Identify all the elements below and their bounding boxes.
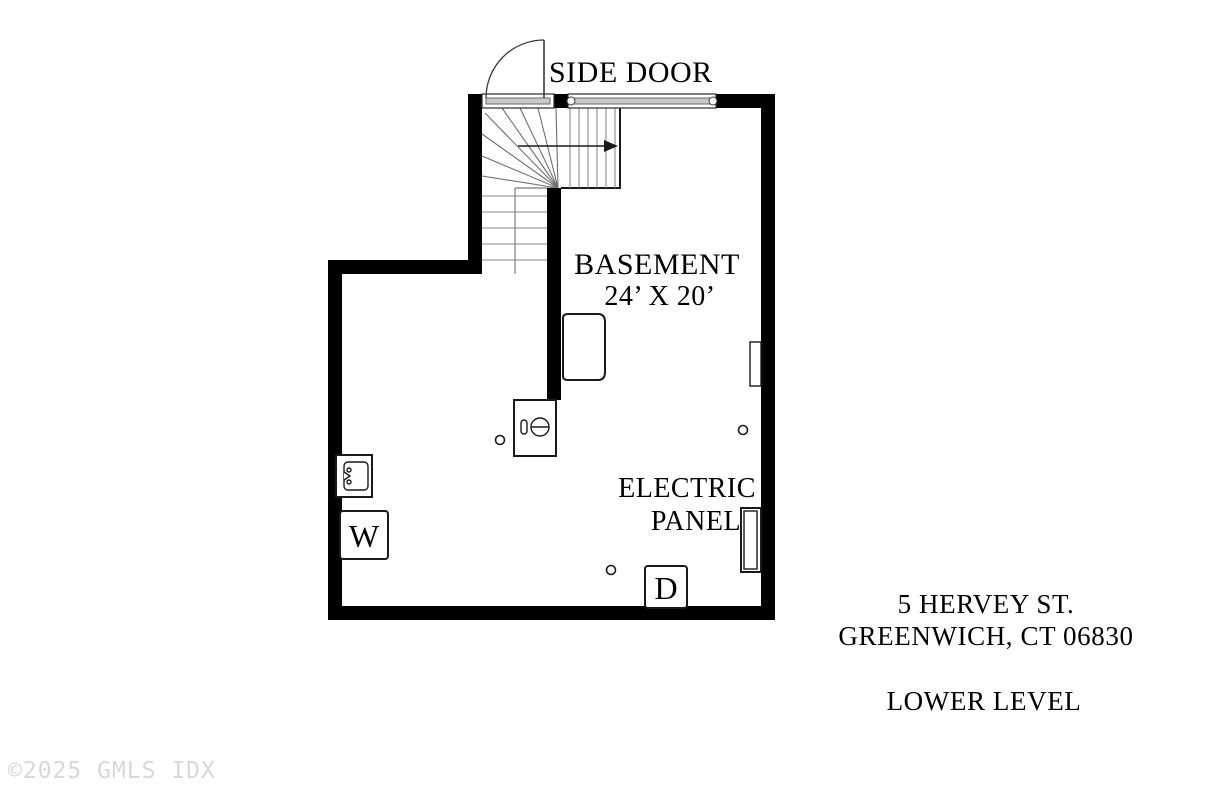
wall-stair-left <box>468 94 482 274</box>
wall-stair-right <box>547 188 561 400</box>
dryer-icon[interactable] <box>644 565 688 609</box>
stair-up-arrow <box>518 140 618 152</box>
side-door-threshold <box>485 97 551 105</box>
walls <box>328 94 775 620</box>
washer-letter-label: W <box>349 518 380 554</box>
room-name-label: BASEMENT <box>574 248 740 281</box>
column-icon-1 <box>494 434 506 446</box>
window-jamb-right-icon <box>708 96 718 106</box>
utility-sink-icon <box>335 454 373 498</box>
level-label: LOWER LEVEL <box>887 686 1082 716</box>
side-door-label: SIDE DOOR <box>549 56 713 89</box>
title-block: 5 HERVEY ST. GREENWICH, CT 06830 LOWER L… <box>838 589 1133 716</box>
stair-treads-winder <box>481 107 559 189</box>
address-line-2: GREENWICH, CT 06830 <box>838 621 1133 651</box>
electric-panel-label-line1: ELECTRIC <box>618 473 756 504</box>
copyright-watermark: ©2025 GMLS IDX <box>8 758 216 784</box>
wall-upper-left <box>328 260 482 274</box>
furnace-icon <box>513 399 557 457</box>
water-heater-icon <box>562 313 606 381</box>
wall-openings <box>481 93 718 109</box>
electric-panel-icon[interactable] <box>740 507 762 573</box>
electric-panel-label-line2: PANEL <box>651 506 741 537</box>
stair-upper-run-outline <box>561 108 621 189</box>
fixtures <box>335 313 762 609</box>
washer-icon[interactable] <box>339 510 389 560</box>
column-icon-2 <box>737 424 749 436</box>
wall-right <box>761 94 775 620</box>
staircase <box>481 107 621 274</box>
wall-left <box>328 260 342 620</box>
window-jamb-left-icon <box>566 96 576 106</box>
wall-bottom <box>328 606 775 620</box>
side-door-swing <box>485 39 545 99</box>
dryer-letter-label: D <box>654 570 677 606</box>
right-wall-niche-icon <box>749 341 762 387</box>
top-window-glazing <box>573 97 711 105</box>
column-icon-3 <box>605 564 617 576</box>
address-line-1: 5 HERVEY ST. <box>898 589 1075 619</box>
room-dimensions-label: 24’ X 20’ <box>604 281 715 312</box>
